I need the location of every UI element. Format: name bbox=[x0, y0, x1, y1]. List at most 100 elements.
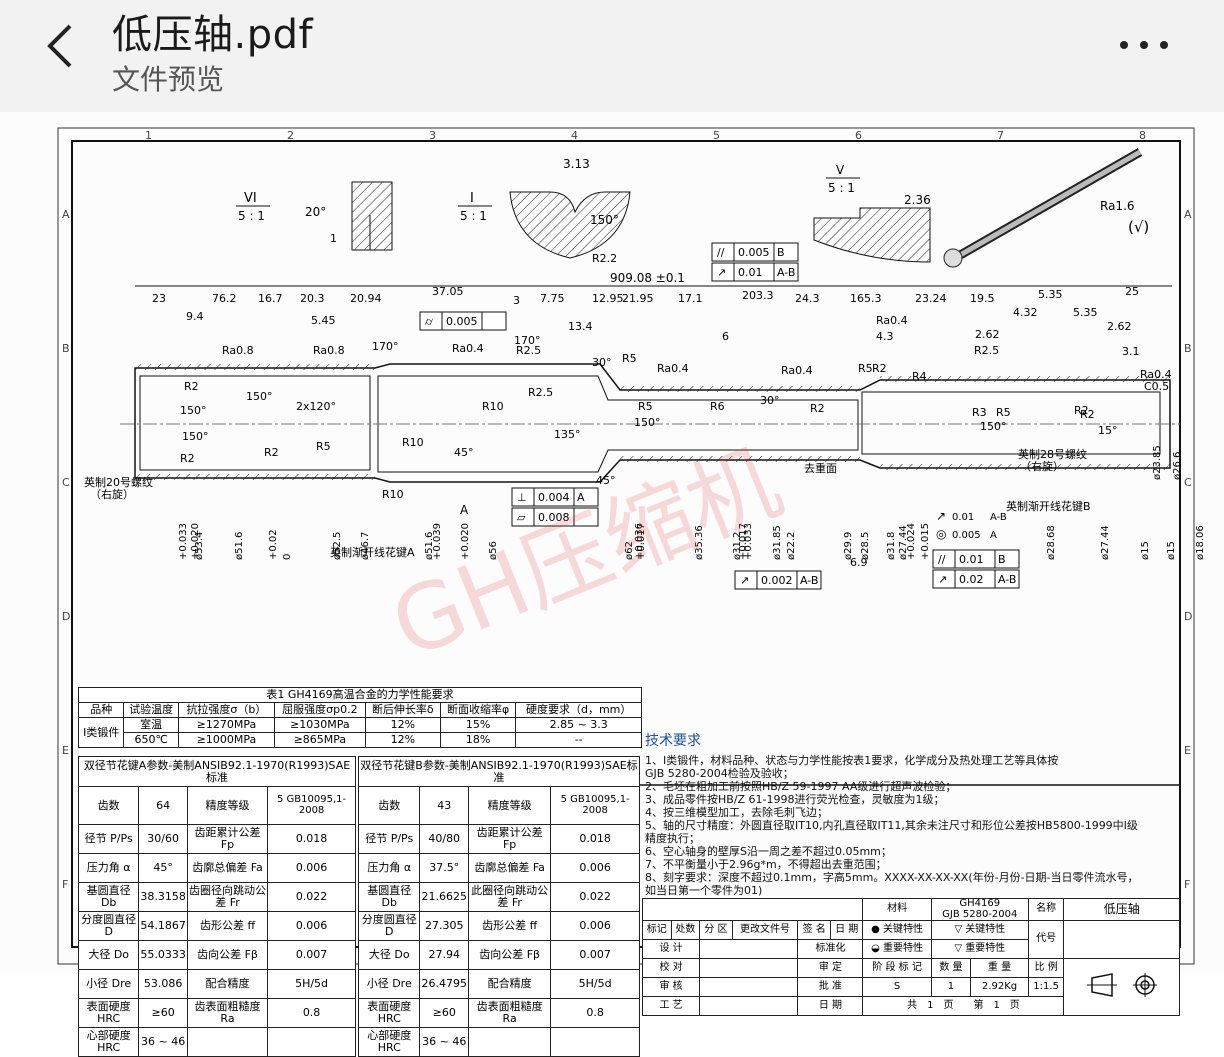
diameter-dimension: ø52.5 bbox=[332, 532, 343, 560]
radius-label: R5 bbox=[316, 440, 331, 453]
radius-label: R10 bbox=[402, 436, 424, 449]
angle-label: 170° bbox=[514, 334, 541, 347]
dimension-label: 17.1 bbox=[678, 292, 703, 305]
tolerance-datum: A bbox=[577, 491, 585, 504]
diameter-dimension: ø28.5 bbox=[860, 532, 871, 560]
spline-cell bbox=[550, 1027, 640, 1057]
grid-row-label: B bbox=[62, 342, 70, 355]
spline-cell: 精度等级 bbox=[186, 786, 269, 825]
view-v-dim: 2.36 bbox=[904, 193, 931, 207]
diameter-dimension: +0.015 bbox=[920, 523, 931, 560]
stage-value: S bbox=[862, 977, 932, 997]
back-button[interactable] bbox=[36, 18, 84, 74]
roughness-mark: Ra0.4 bbox=[1140, 368, 1172, 381]
table1-title: 表1 GH4169高温合金的力学性能要求 bbox=[78, 687, 642, 703]
technical-requirements: 技术要求 1、I类锻件，材料品种、状态与力学性能按表1要求，化学成分及热处理工艺… bbox=[645, 730, 1185, 897]
rev-header: 分 区 bbox=[699, 920, 733, 940]
spline-cell: 配合精度 bbox=[186, 969, 269, 999]
spline-cell: 0.022 bbox=[550, 882, 640, 912]
material-std: GJB 5280-2004 bbox=[942, 908, 1018, 920]
radius-label: R2 bbox=[264, 446, 279, 459]
tolerance-value: 0.01 bbox=[738, 266, 763, 279]
t1-cell: -- bbox=[515, 732, 642, 748]
tolerance-datum: B bbox=[777, 246, 785, 259]
roughness-mark: Ra0.8 bbox=[222, 344, 254, 357]
tolerance-value: 0.008 bbox=[538, 511, 570, 524]
spline-cell: 0.006 bbox=[267, 853, 356, 883]
grid-row-label: E bbox=[62, 744, 69, 757]
dimension-label: 2.62 bbox=[975, 328, 1000, 341]
spline-cell: 齿表面粗糙度 Ra bbox=[467, 998, 552, 1028]
diameter-dimension: ø23.85 bbox=[1152, 445, 1163, 480]
spline-cell: 21.6625 bbox=[419, 882, 469, 912]
dim-6-9: 6.9 bbox=[850, 556, 868, 569]
view-i-dim: 3.13 bbox=[563, 157, 590, 171]
role-label: 标准化 bbox=[797, 939, 864, 959]
spline-cell: 5 GB10095,1-2008 bbox=[550, 786, 640, 825]
grid-col-label: 7 bbox=[997, 129, 1004, 142]
diameter-dimension: ø22.2 bbox=[786, 532, 797, 560]
tolerance-symbol: ▱ bbox=[517, 511, 526, 524]
spline-cell: 45° bbox=[138, 853, 188, 883]
table1-header: 断后伸长率δ bbox=[364, 702, 441, 718]
table1-product: I类锻件 bbox=[77, 717, 125, 748]
spline-cell: 27.305 bbox=[419, 911, 469, 941]
spline-cell: 0.007 bbox=[267, 940, 356, 970]
view-v-label: V bbox=[836, 163, 845, 177]
diameter-dimension: +0.02 bbox=[268, 529, 279, 560]
datum-a-label: A bbox=[460, 503, 469, 517]
tolerance-symbol: // bbox=[938, 553, 946, 566]
table1-header: 断面收缩率φ bbox=[439, 702, 517, 718]
spline-cell: 齿圈径向跳动公差 Fr bbox=[186, 882, 269, 912]
tolerance-datum: A-B bbox=[998, 573, 1016, 586]
dimension-label: 19.5 bbox=[970, 292, 995, 305]
grid-row-label: D bbox=[62, 610, 70, 623]
spline-cell: 36 ~ 46 bbox=[138, 1027, 188, 1057]
t1-cell: ≥1000MPa bbox=[177, 732, 275, 748]
radius-label: R2.5 bbox=[528, 386, 553, 399]
spline-title: 双径节花键A参数-美制ANSIB92.1-1970(R1993)SAE标准 bbox=[78, 756, 356, 787]
weight-value: 2.92Kg bbox=[970, 977, 1029, 997]
view-v-scale: 5 : 1 bbox=[828, 181, 855, 195]
diameter-dimension: ø18.06 bbox=[1195, 525, 1206, 560]
roughness-mark: Ra0.4 bbox=[781, 364, 813, 377]
runout-datum: A-B bbox=[990, 512, 1007, 523]
spline-title: 双径节花键B参数-美制ANSIB92.1-1970(R1993)SAE标准 bbox=[358, 756, 640, 787]
tolerance-datum: A-B bbox=[800, 574, 818, 587]
more-button[interactable] bbox=[1112, 30, 1176, 60]
spline-cell: 径节 P/Ps bbox=[77, 824, 140, 854]
spline-cell: 53.086 bbox=[138, 969, 188, 999]
diameter-dimension: ø31.2 bbox=[732, 532, 743, 560]
spline-cell: 26.4795 bbox=[419, 969, 469, 999]
angle-label: 150° bbox=[246, 390, 273, 403]
spline-cell: 齿距累计公差 Fp bbox=[186, 824, 269, 854]
radius-label: R2 bbox=[184, 380, 199, 393]
name-label: 名称 bbox=[1027, 898, 1065, 921]
feature-label: 英制渐开线花键B bbox=[1006, 499, 1091, 513]
runout-value: 0.01 bbox=[952, 512, 974, 523]
t1-cell: 12% bbox=[364, 732, 441, 748]
chamfer-label: C0.5 bbox=[1144, 380, 1169, 393]
radius-label: R5 bbox=[638, 400, 653, 413]
diameter-dimension: ø46.7 bbox=[360, 532, 371, 560]
important-characteristic: 重要特性 bbox=[883, 942, 924, 954]
dimension-label: 23 bbox=[152, 292, 166, 305]
view-vi-dim: 1 bbox=[330, 232, 337, 245]
role-label: 批 准 bbox=[797, 977, 864, 997]
angle-label: 45° bbox=[454, 446, 474, 459]
spline-cell: 0.006 bbox=[550, 853, 640, 883]
tech-requirement-line: 6、空心轴身的壁厚S沿一周之差不超过0.05mm； bbox=[645, 845, 892, 858]
grid-row-label: A bbox=[1184, 208, 1192, 221]
dimension-label: 5.35 bbox=[1038, 288, 1063, 301]
dimension-label: 25 bbox=[1125, 285, 1139, 298]
spline-cell: 小径 Dre bbox=[77, 969, 140, 999]
grid-row-label: C bbox=[1184, 476, 1192, 489]
radius-label: R6 bbox=[710, 400, 725, 413]
spline-cell: 精度等级 bbox=[467, 786, 552, 825]
view-i-radius: R2.2 bbox=[592, 252, 617, 265]
dimension-label: 203.3 bbox=[742, 289, 774, 302]
radius-label: R2 bbox=[180, 452, 195, 465]
angle-label: 30° bbox=[760, 394, 780, 407]
